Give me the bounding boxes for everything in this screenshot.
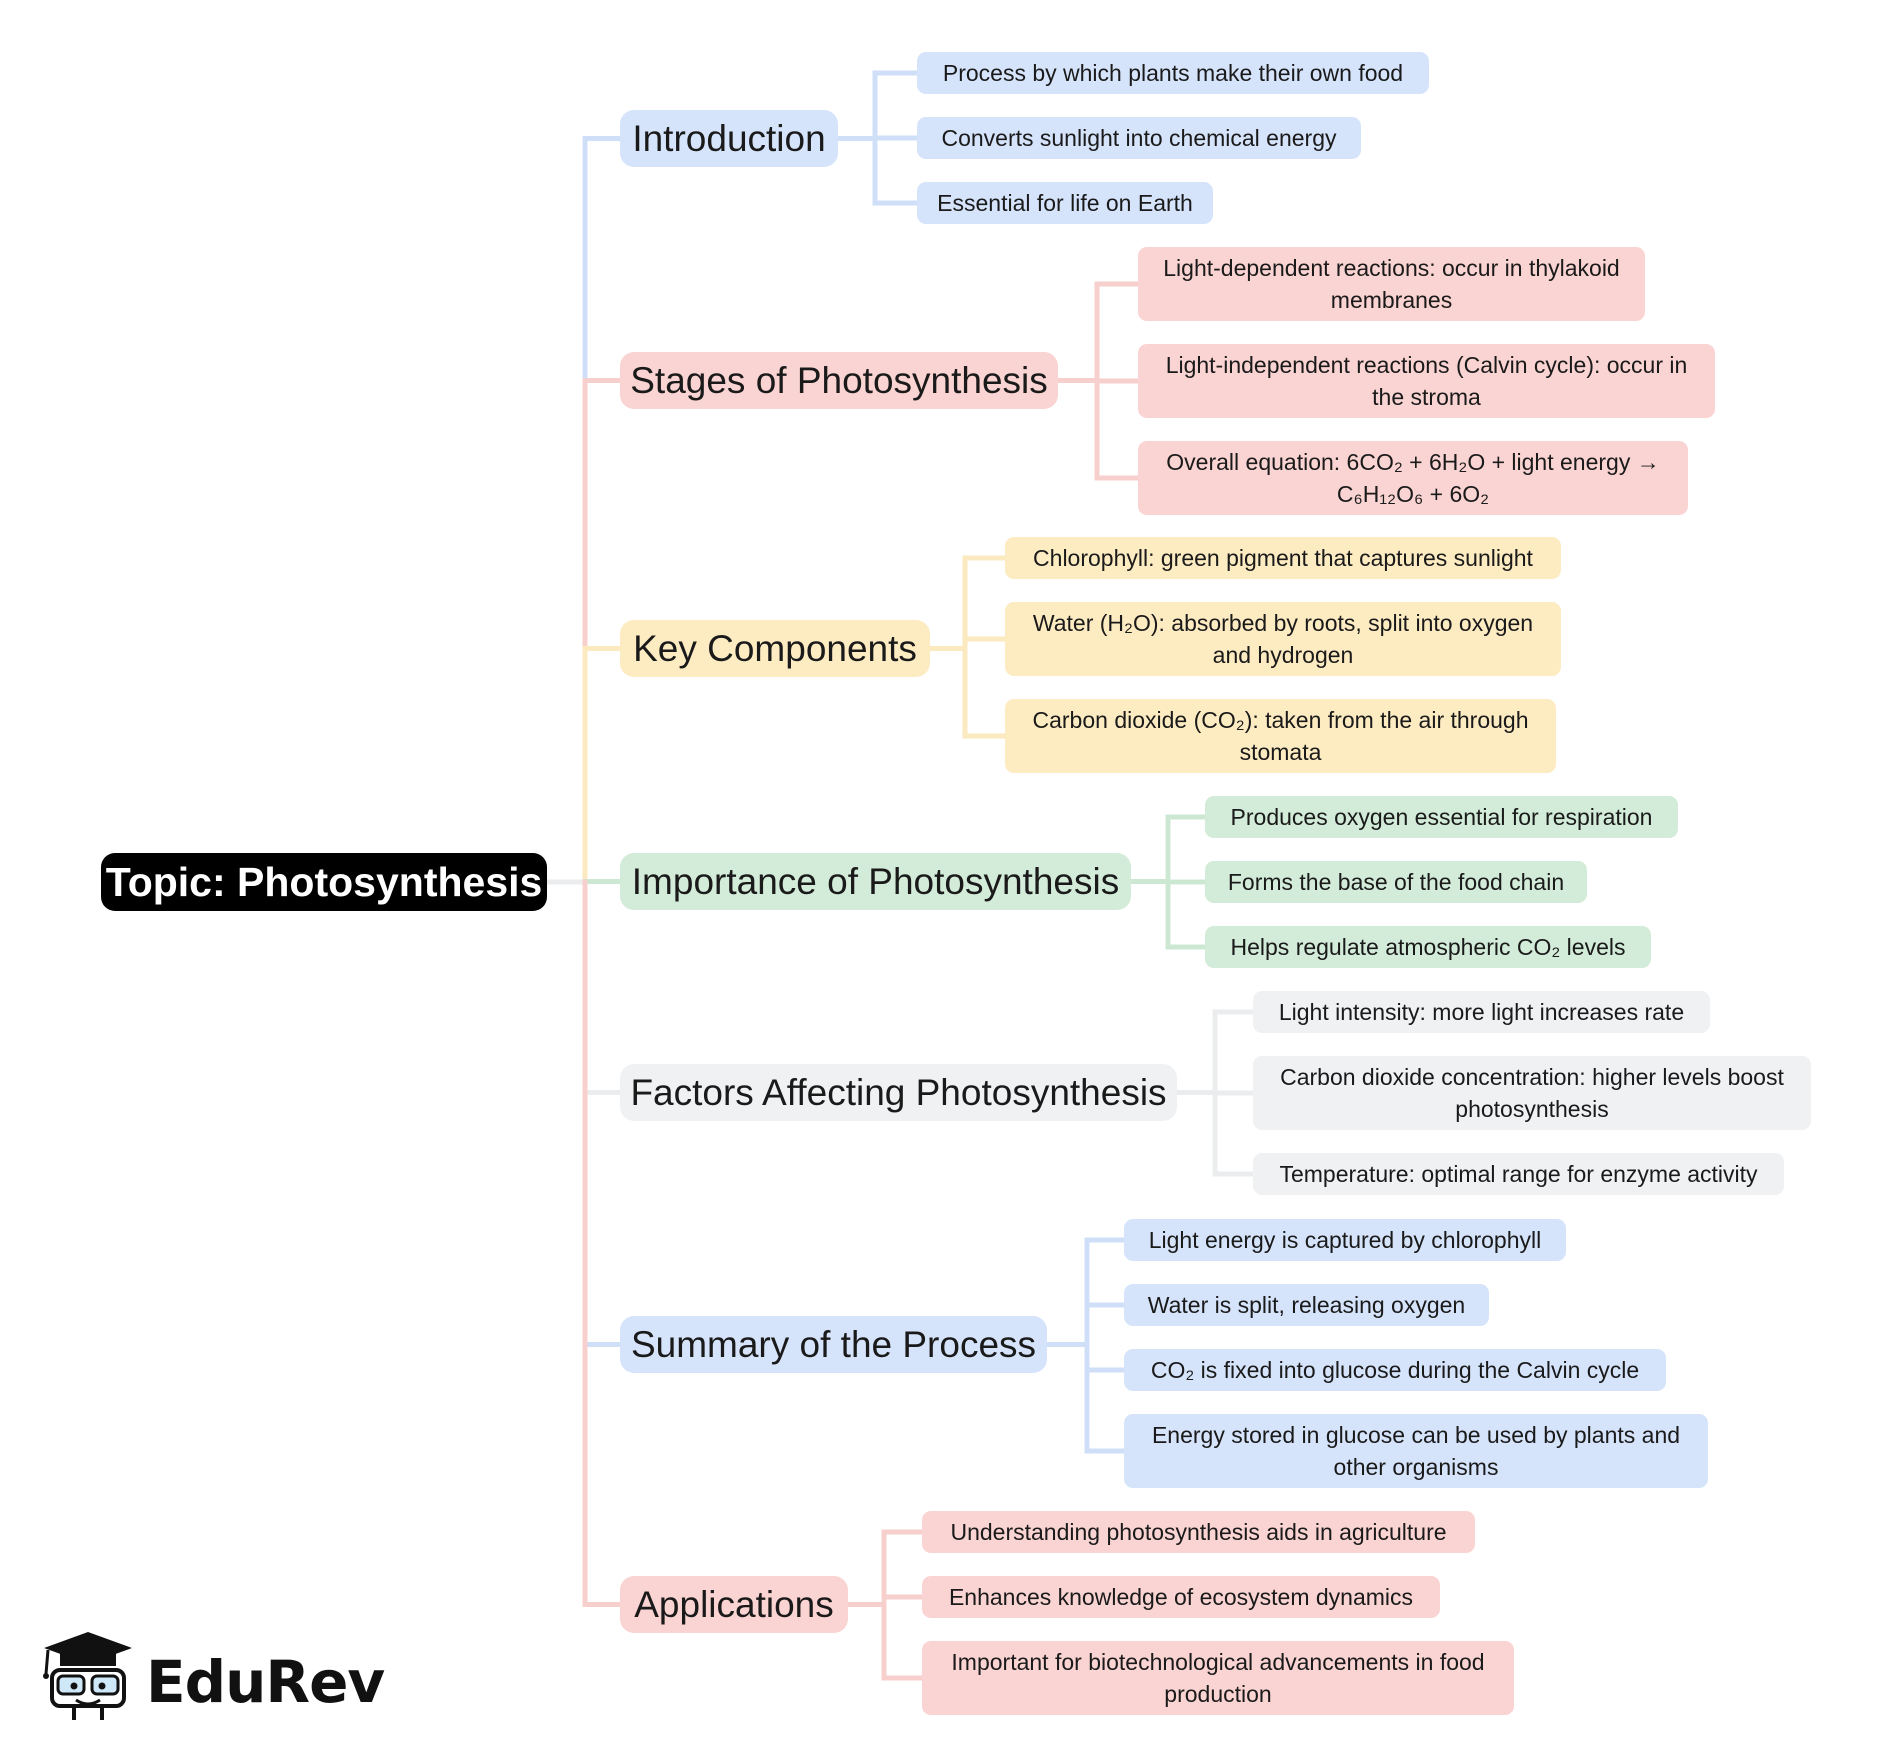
branch-importance-of-photosynthesis: Importance of Photosynthesis xyxy=(620,853,1131,910)
leaf-label: CO₂ is fixed into glucose during the Cal… xyxy=(1150,1357,1640,1383)
leaf-node: Produces oxygen essential for respiratio… xyxy=(1205,796,1678,838)
leaf-label: Water (H₂O): absorbed by roots, split in… xyxy=(1032,610,1534,668)
leaf-label: Converts sunlight into chemical energy xyxy=(941,125,1337,151)
branch-stages-of-photosynthesis: Stages of Photosynthesis xyxy=(620,352,1058,409)
leaf-node: Temperature: optimal range for enzyme ac… xyxy=(1253,1153,1784,1195)
leaf-node: Carbon dioxide (CO₂): taken from the air… xyxy=(1005,699,1556,773)
graduation-cap-mascot-icon xyxy=(43,1632,132,1720)
branch-label: Applications xyxy=(634,1583,834,1625)
leaf-label: Carbon dioxide concentration: higher lev… xyxy=(1280,1064,1784,1122)
branch-summary-of-the-process: Summary of the Process xyxy=(620,1316,1047,1373)
branch-label: Introduction xyxy=(632,117,826,159)
branch-applications: Applications xyxy=(620,1576,848,1633)
leaf-label: Temperature: optimal range for enzyme ac… xyxy=(1279,1161,1758,1187)
leaf-label: Produces oxygen essential for respiratio… xyxy=(1230,804,1653,830)
leaf-node: Forms the base of the food chain xyxy=(1205,861,1587,903)
root-label: Topic: Photosynthesis xyxy=(105,858,543,905)
leaf-node: Water (H₂O): absorbed by roots, split in… xyxy=(1005,602,1561,676)
branch-label: Summary of the Process xyxy=(630,1323,1037,1365)
leaf-node: Carbon dioxide concentration: higher lev… xyxy=(1253,1056,1811,1130)
leaf-label: Essential for life on Earth xyxy=(937,190,1193,216)
leaf-node: Light intensity: more light increases ra… xyxy=(1253,991,1710,1033)
leaf-label: Light intensity: more light increases ra… xyxy=(1278,999,1685,1025)
leaf-label: Helps regulate atmospheric CO₂ levels xyxy=(1230,934,1626,960)
root-node: Topic: Photosynthesis xyxy=(101,853,547,911)
leaf-label: Energy stored in glucose can be used by … xyxy=(1151,1422,1681,1480)
leaf-node: Converts sunlight into chemical energy xyxy=(917,117,1361,159)
leaf-label: Carbon dioxide (CO₂): taken from the air… xyxy=(1032,707,1529,765)
branch-label: Importance of Photosynthesis xyxy=(631,860,1120,902)
leaf-label: Overall equation: 6CO₂ + 6H₂O + light en… xyxy=(1166,449,1660,507)
leaf-node: Process by which plants make their own f… xyxy=(917,52,1429,94)
edurev-logo xyxy=(38,1630,378,1722)
leaf-node: Helps regulate atmospheric CO₂ levels xyxy=(1205,926,1651,968)
leaf-node: Overall equation: 6CO₂ + 6H₂O + light en… xyxy=(1138,441,1688,515)
leaf-label: Enhances knowledge of ecosystem dynamics xyxy=(948,1584,1414,1610)
branch-key-components: Key Components xyxy=(620,620,930,677)
leaf-node: Chlorophyll: green pigment that captures… xyxy=(1005,537,1561,579)
branch-introduction: Introduction xyxy=(620,110,838,167)
leaf-label: Water is split, releasing oxygen xyxy=(1147,1292,1466,1318)
branch-label: Stages of Photosynthesis xyxy=(630,359,1048,401)
leaf-label: Light energy is captured by chlorophyll xyxy=(1148,1227,1542,1253)
leaf-label: Process by which plants make their own f… xyxy=(942,60,1404,86)
leaf-label: Light-dependent reactions: occur in thyl… xyxy=(1163,255,1620,313)
leaf-node: Energy stored in glucose can be used by … xyxy=(1124,1414,1708,1488)
leaf-node: Essential for life on Earth xyxy=(917,182,1213,224)
leaf-label: Light-independent reactions (Calvin cycl… xyxy=(1165,352,1688,410)
leaf-node: Enhances knowledge of ecosystem dynamics xyxy=(922,1576,1440,1618)
leaf-node: Light energy is captured by chlorophyll xyxy=(1124,1219,1566,1261)
logo-wordmark: EduRev xyxy=(146,1648,385,1716)
leaf-label: Important for biotechnological advanceme… xyxy=(951,1649,1485,1707)
branch-label: Factors Affecting Photosynthesis xyxy=(630,1071,1167,1113)
leaf-node: Water is split, releasing oxygen xyxy=(1124,1284,1489,1326)
leaf-node: Important for biotechnological advanceme… xyxy=(922,1641,1514,1715)
leaf-node: Light-dependent reactions: occur in thyl… xyxy=(1138,247,1645,321)
leaf-node: CO₂ is fixed into glucose during the Cal… xyxy=(1124,1349,1666,1391)
leaf-node: Understanding photosynthesis aids in agr… xyxy=(922,1511,1475,1553)
branch-label: Key Components xyxy=(633,627,917,669)
leaf-label: Understanding photosynthesis aids in agr… xyxy=(950,1519,1447,1545)
leaf-label: Chlorophyll: green pigment that captures… xyxy=(1033,545,1533,571)
leaf-node: Light-independent reactions (Calvin cycl… xyxy=(1138,344,1715,418)
branch-factors-affecting-photosynthesis: Factors Affecting Photosynthesis xyxy=(620,1064,1177,1121)
leaf-label: Forms the base of the food chain xyxy=(1227,869,1565,895)
